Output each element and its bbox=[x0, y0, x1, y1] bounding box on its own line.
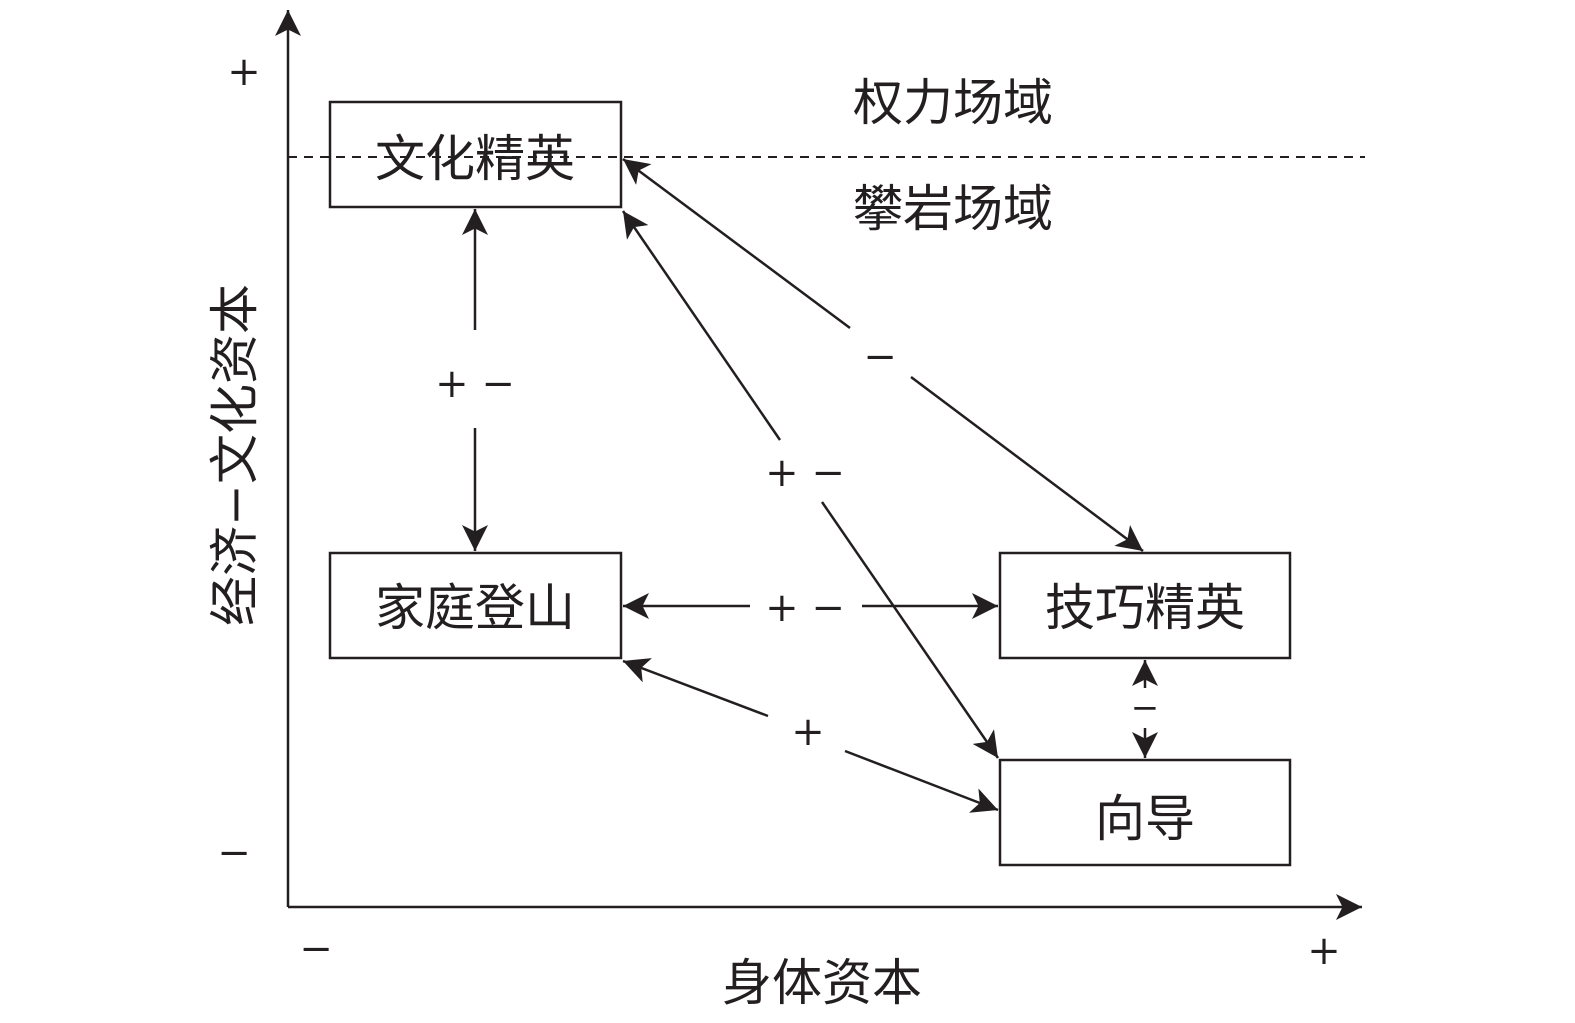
relation-skill-guide-sign: − bbox=[1131, 688, 1160, 728]
node-cultural-elite-label: 文化精英 bbox=[375, 130, 575, 188]
y-axis-title: 经济−文化资本 bbox=[206, 284, 264, 626]
x-axis-max-sign: + bbox=[1307, 928, 1341, 974]
relation-cultural-family: + − bbox=[435, 209, 515, 551]
relation-cultural-guide: + − bbox=[621, 210, 1000, 759]
node-skill-elite: 技巧精英 bbox=[998, 551, 1292, 660]
climbing-field-label: 攀岩场域 bbox=[853, 180, 1053, 238]
node-family-climbing-label: 家庭登山 bbox=[375, 579, 575, 637]
node-family-climbing: 家庭登山 bbox=[328, 551, 623, 660]
relation-family-skill-sign: + − bbox=[765, 585, 845, 631]
node-cultural-elite: 文化精英 bbox=[328, 100, 623, 209]
relation-skill-guide: − bbox=[1131, 660, 1160, 758]
relation-cultural-guide-sign: + − bbox=[765, 450, 845, 496]
relation-cultural-skill-sign: − bbox=[863, 334, 897, 380]
power-field-label: 权力场域 bbox=[853, 74, 1053, 132]
node-guide-label: 向导 bbox=[1095, 790, 1195, 848]
relation-cultural-family-sign: + − bbox=[435, 361, 515, 407]
y-axis-min-sign: − bbox=[217, 830, 251, 876]
y-axis-max-sign: + bbox=[227, 49, 261, 95]
x-axis-min-sign: − bbox=[299, 926, 333, 972]
node-guide: 向导 bbox=[998, 758, 1292, 867]
relation-family-guide: + bbox=[622, 658, 999, 813]
relation-cultural-skill: − bbox=[622, 157, 1144, 552]
relation-family-guide-sign: + bbox=[791, 709, 825, 755]
relation-family-skill: + − bbox=[623, 585, 998, 631]
x-axis-title: 身体资本 bbox=[722, 954, 922, 1012]
node-skill-elite-label: 技巧精英 bbox=[1045, 579, 1245, 637]
